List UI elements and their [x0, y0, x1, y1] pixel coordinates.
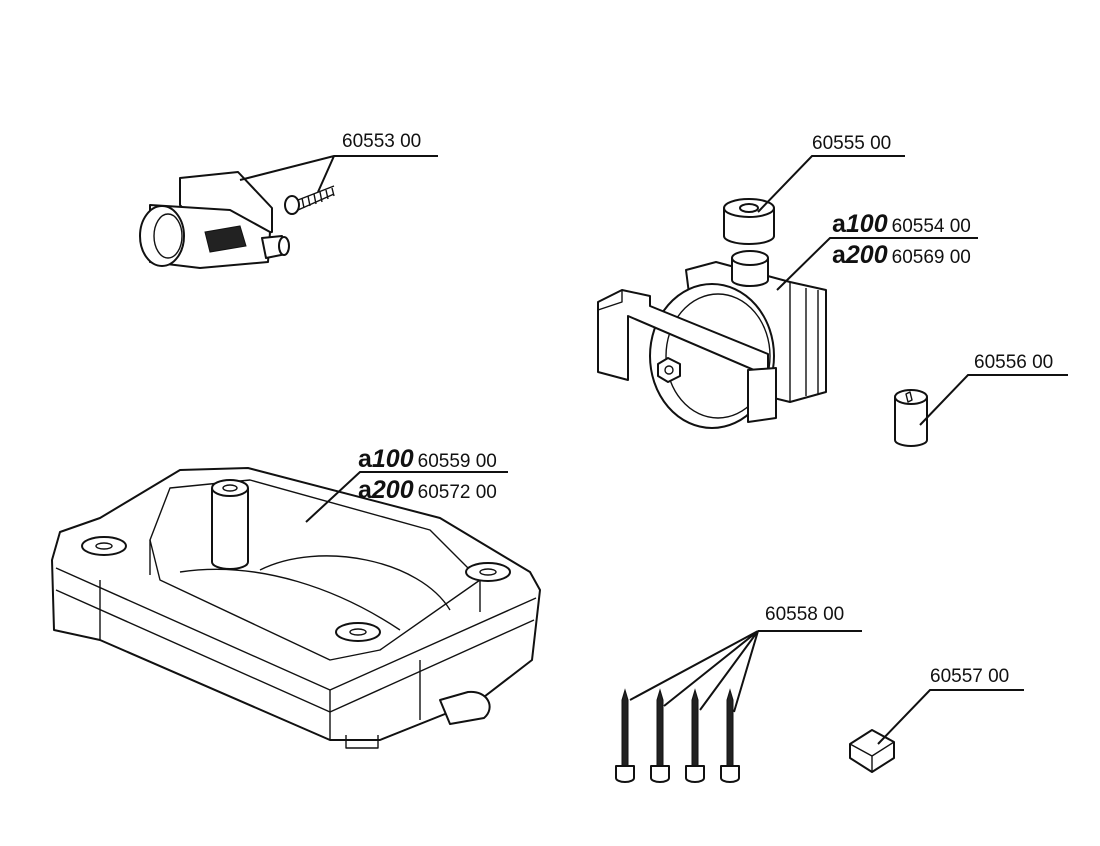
housing-boss-front — [335, 622, 381, 642]
leader-line-bushing — [919, 374, 1068, 426]
leader-line-cap — [757, 155, 905, 213]
screw-4 — [720, 688, 740, 783]
bushing-part — [894, 389, 928, 447]
housing-clip — [439, 690, 491, 725]
leader-line-pad — [877, 689, 1024, 745]
leader-line-valve — [239, 155, 438, 193]
screw-1 — [615, 688, 635, 783]
label-60557: 60557 00 — [930, 666, 1009, 687]
pump-bracket — [597, 289, 769, 381]
label-60558: 60558 00 — [765, 604, 844, 625]
housing-boss-left — [81, 536, 127, 556]
valve-lever — [204, 225, 247, 253]
label-60555: 60555 00 — [812, 133, 891, 154]
housing-boss-right — [465, 562, 511, 582]
leader-line-screws — [629, 630, 862, 713]
cap-hole — [739, 203, 759, 213]
housing-diaphragm-seat — [259, 555, 451, 611]
pump-cylinder-top — [731, 250, 769, 266]
pump-unit-part — [597, 250, 827, 429]
leader-line-housing — [305, 471, 508, 523]
screw-2 — [650, 688, 670, 783]
screw-3 — [685, 688, 705, 783]
label-60556: 60556 00 — [974, 352, 1053, 373]
valve-screw-thread — [301, 187, 335, 209]
label-60553: 60553 00 — [342, 131, 421, 152]
valve-part — [139, 171, 335, 269]
housing-foot — [345, 735, 379, 749]
housing-post — [211, 488, 249, 570]
pad-part — [849, 729, 895, 773]
pump-bracket-tab — [747, 367, 777, 423]
screws-part — [615, 688, 740, 783]
cap-part — [723, 198, 775, 245]
valve-knob — [139, 205, 185, 267]
valve-screw-head — [284, 195, 300, 215]
pump-nut — [657, 357, 681, 383]
housing-part — [51, 467, 541, 749]
leader-line-pump — [776, 237, 978, 291]
